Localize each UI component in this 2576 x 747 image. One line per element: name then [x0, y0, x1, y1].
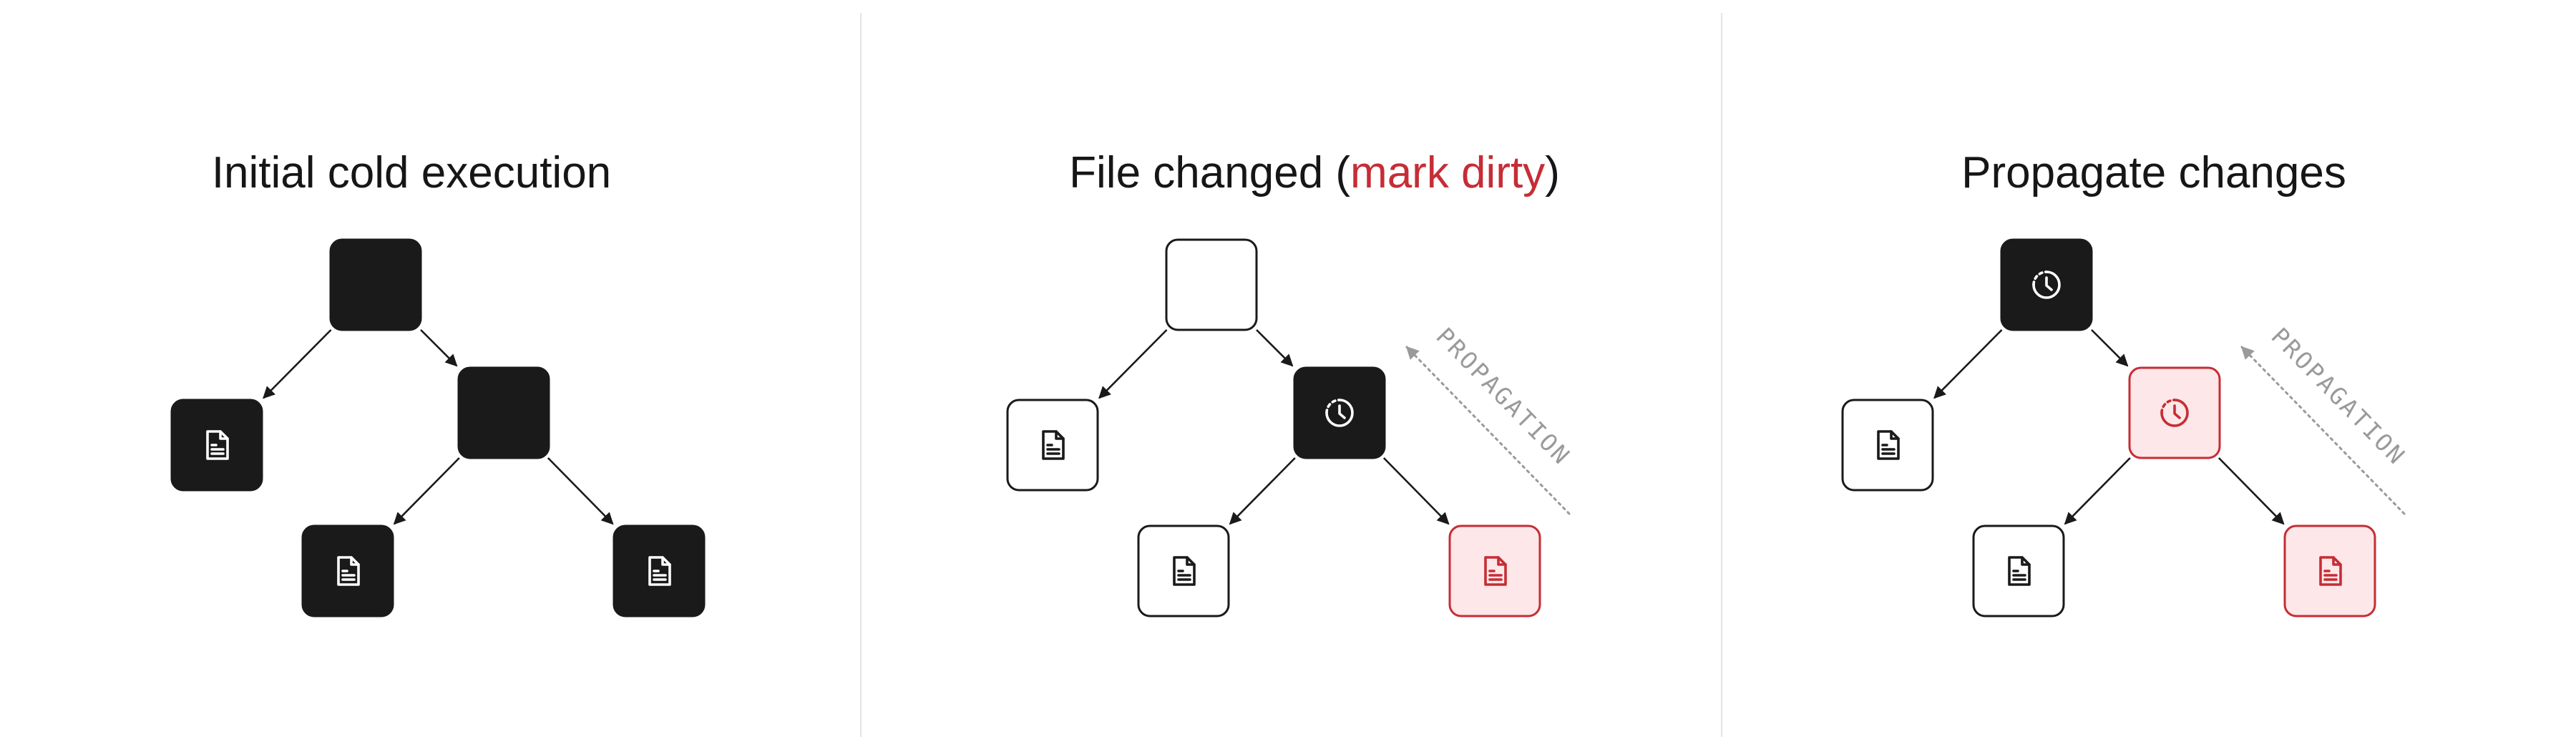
file-icon [206, 430, 229, 460]
dependency-arrow [2091, 329, 2129, 367]
propagation-arrow [1405, 346, 1571, 515]
history-icon [1325, 399, 1354, 427]
panel-title: Propagate changes [1961, 148, 2346, 197]
file-icon [2319, 556, 2342, 586]
dependency-arrow [1229, 457, 1296, 525]
node-mid [457, 366, 550, 459]
dependency-arrow [393, 457, 460, 525]
dependency-arrow [420, 329, 458, 367]
propagation-arrow [2240, 346, 2406, 515]
propagation-label: PROPAGATION [1431, 322, 1576, 470]
node-mid [1293, 366, 1386, 459]
dependency-arrow [1098, 329, 1168, 399]
file-icon [1484, 556, 1507, 586]
node-box [457, 366, 550, 459]
propagation-indicator: PROPAGATION [1405, 322, 1576, 515]
dependency-arrow [1256, 329, 1294, 367]
file-icon [1877, 430, 1900, 460]
panel-title: Initial cold execution [212, 148, 611, 197]
history-icon [2160, 399, 2189, 427]
file-icon [1173, 556, 1196, 586]
diagram-panel: File changed (mark dirty) PROPAGATION [1006, 148, 1576, 617]
node-mid-left-file [1972, 524, 2065, 617]
node-left-file [1841, 399, 1934, 492]
dependency-arrow [2218, 457, 2285, 525]
title-highlight: mark dirty [1350, 148, 1545, 197]
dependency-arrow [1382, 457, 1450, 525]
propagation-label: PROPAGATION [2266, 322, 2411, 470]
file-icon [648, 556, 671, 586]
history-icon [2032, 270, 2061, 299]
diagram-panel: Initial cold execution [170, 148, 706, 617]
node-mid [2128, 366, 2221, 459]
node-box [329, 238, 422, 331]
title-part: Initial cold execution [212, 148, 611, 197]
node-root [2000, 238, 2093, 331]
node-mid-right-file [1448, 524, 1541, 617]
node-left-file [1006, 399, 1099, 492]
node-mid-right-file [2283, 524, 2376, 617]
node-root [329, 238, 422, 331]
dependency-arrow [547, 457, 614, 525]
node-box [1165, 238, 1258, 331]
node-left-file [170, 399, 263, 492]
file-icon [1042, 430, 1065, 460]
node-mid-left-file [1137, 524, 1230, 617]
propagation-indicator: PROPAGATION [2240, 322, 2411, 515]
file-icon [2008, 556, 2031, 586]
dependency-arrow [2064, 457, 2131, 525]
node-root [1165, 238, 1258, 331]
title-part: File changed ( [1069, 148, 1350, 197]
dependency-arrow [1933, 329, 2003, 399]
panel-title: File changed (mark dirty) [1069, 148, 1560, 197]
dependency-arrow [263, 329, 332, 399]
node-mid-left-file [301, 524, 394, 617]
node-mid-right-file [613, 524, 706, 617]
title-part: Propagate changes [1961, 148, 2346, 197]
title-part: ) [1545, 148, 1560, 197]
file-icon [337, 556, 360, 586]
